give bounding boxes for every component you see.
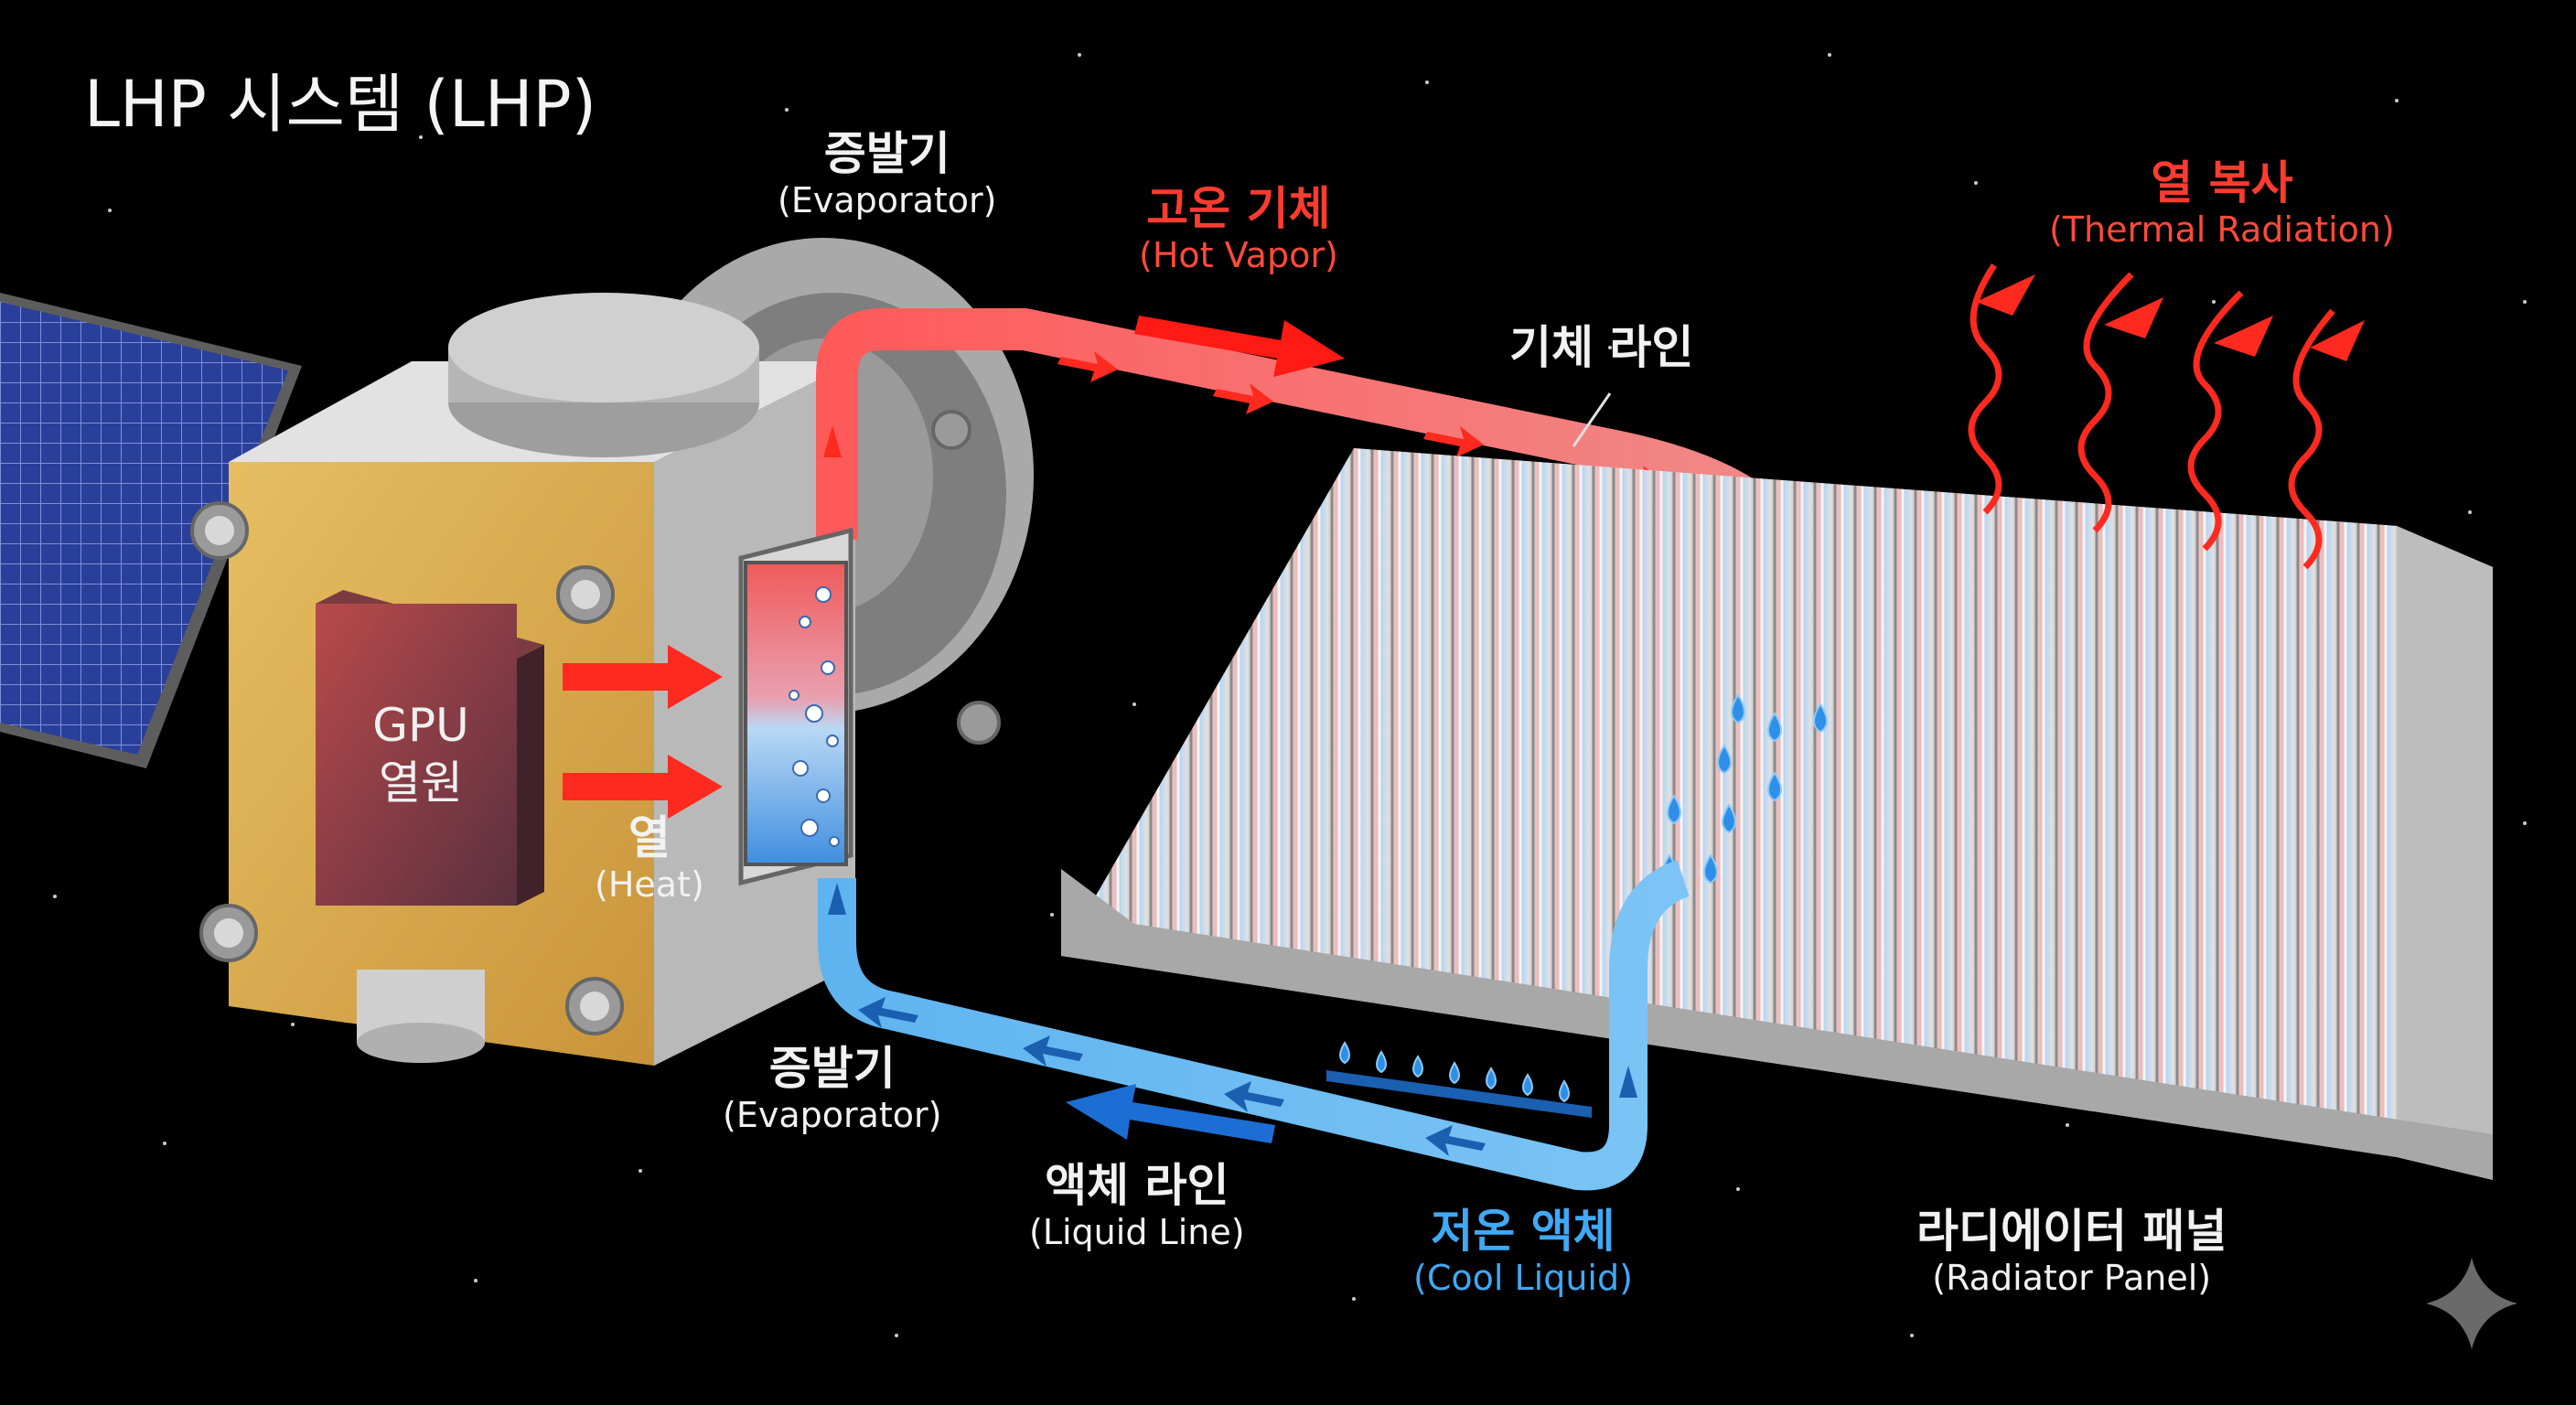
label-evaporator-top-en: (Evaporator) bbox=[778, 179, 997, 220]
page-title: LHP 시스템 (LHP) bbox=[84, 67, 597, 142]
gpu-label-line2: 열원 bbox=[379, 756, 463, 810]
label-radiator-panel: 라디에이터 패널 (Radiator Panel) bbox=[1916, 1205, 2227, 1298]
liquid-line-arrow-icon bbox=[1066, 1084, 1275, 1143]
heat-arrows bbox=[563, 645, 723, 819]
thermal-radiation-arrows bbox=[1968, 263, 2335, 570]
label-evaporator-top: 증발기 (Evaporator) bbox=[778, 127, 997, 220]
label-liquid-line: 액체 라인 (Liquid Line) bbox=[1029, 1159, 1245, 1252]
label-cool-liquid-ko: 저온 액체 bbox=[1431, 1205, 1615, 1258]
label-thermal-radiation-ko: 열 복사 bbox=[2151, 156, 2293, 209]
label-evaporator-top-ko: 증발기 bbox=[823, 127, 950, 180]
label-radiator-panel-ko: 라디에이터 패널 bbox=[1916, 1205, 2227, 1258]
label-liquid-line-en: (Liquid Line) bbox=[1029, 1211, 1245, 1252]
label-cool-liquid-en: (Cool Liquid) bbox=[1413, 1257, 1633, 1298]
label-thermal-radiation: 열 복사 (Thermal Radiation) bbox=[2049, 156, 2395, 250]
gpu-heat-source bbox=[316, 590, 544, 906]
evaporator-chamber bbox=[738, 527, 853, 886]
vapor-line-pointer bbox=[1572, 392, 1612, 447]
condensate-tray bbox=[1326, 1070, 1592, 1118]
hot-vapor-arrow-icon bbox=[1134, 316, 1345, 377]
label-hot-vapor: 고온 기체 (Hot Vapor) bbox=[1139, 182, 1338, 275]
label-heat: 열 (Heat) bbox=[595, 811, 704, 905]
label-cool-liquid: 저온 액체 (Cool Liquid) bbox=[1413, 1205, 1633, 1298]
label-vapor-line: 기체 라인 bbox=[1509, 321, 1694, 375]
gpu-label: GPU 열원 bbox=[311, 697, 531, 811]
label-heat-ko: 열 bbox=[628, 811, 671, 864]
label-evaporator-bottom: 증발기 (Evaporator) bbox=[723, 1042, 942, 1135]
label-heat-en: (Heat) bbox=[595, 863, 704, 905]
label-hot-vapor-en: (Hot Vapor) bbox=[1139, 234, 1338, 275]
solar-panel bbox=[0, 293, 302, 768]
label-vapor-line-ko: 기체 라인 bbox=[1509, 321, 1694, 374]
label-evaporator-bottom-en: (Evaporator) bbox=[723, 1094, 942, 1135]
label-thermal-radiation-en: (Thermal Radiation) bbox=[2049, 209, 2395, 250]
thermal-radiation-arrowheads bbox=[1976, 274, 2365, 361]
label-hot-vapor-ko: 고온 기체 bbox=[1146, 182, 1331, 235]
sparkle-icon bbox=[2426, 1258, 2517, 1349]
radiator-panel bbox=[1061, 448, 2493, 1180]
label-liquid-line-ko: 액체 라인 bbox=[1045, 1159, 1229, 1212]
liquid-line bbox=[818, 860, 1690, 1191]
label-evaporator-bottom-ko: 증발기 bbox=[768, 1042, 896, 1095]
label-radiator-panel-en: (Radiator Panel) bbox=[1932, 1257, 2212, 1298]
liquid-flow-arrows bbox=[828, 883, 1637, 1156]
gpu-label-line1: GPU bbox=[372, 699, 469, 752]
